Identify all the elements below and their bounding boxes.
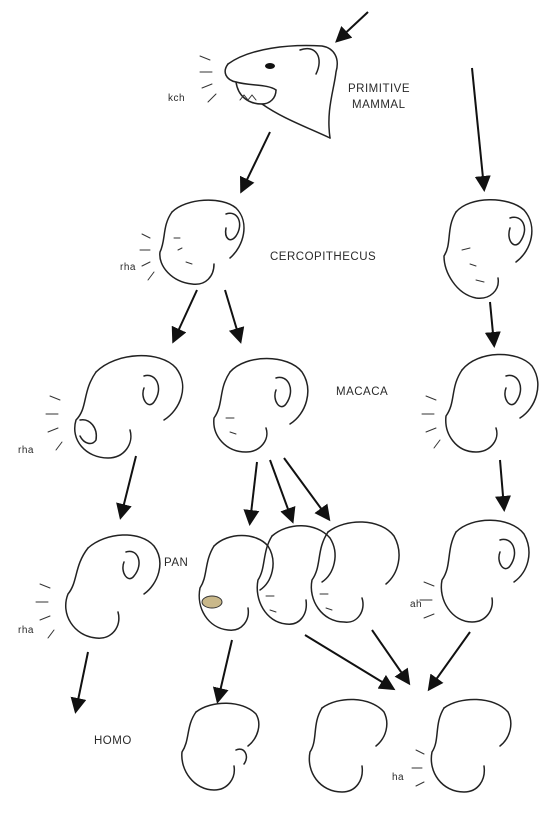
- arrow-right-macaca-to-right-pan: [500, 460, 504, 508]
- cercopithecus-head: [140, 200, 244, 284]
- arrow-pan2-to-homo-right: [305, 635, 392, 688]
- pan-head-3: [311, 522, 399, 622]
- label-cercopithecus: CERCOPITHECUS: [270, 251, 376, 263]
- arrow-mammal-to-cercopithecus: [242, 132, 270, 190]
- arrows: [76, 12, 504, 710]
- arrow-pan-to-homo: [218, 640, 232, 700]
- arrow-mammal-to-right-cerco: [472, 68, 484, 188]
- sound-right-pan: ah: [410, 599, 422, 610]
- sound-pan: rha: [18, 625, 34, 636]
- sound-primitive: kch: [168, 93, 185, 104]
- arrow-left-macaca-to-pan: [121, 456, 136, 516]
- left-macaca-head: [46, 356, 183, 458]
- arrow-top-in: [338, 12, 368, 40]
- arrow-left-pan-to-homo: [76, 652, 88, 710]
- label-primitive-line2: MAMMAL: [352, 99, 406, 111]
- right-cercopithecus-head: [444, 200, 532, 299]
- arrow-macaca-to-pan-3: [284, 458, 328, 518]
- label-homo: HOMO: [94, 735, 132, 747]
- arrow-pan3-to-homo-right: [372, 630, 408, 682]
- arrow-macaca-to-pan-1: [250, 462, 257, 522]
- arrow-macaca-to-pan-2: [270, 460, 292, 520]
- pan-head-1: [199, 536, 273, 631]
- right-pan-head: [420, 520, 529, 622]
- right-macaca-head: [422, 354, 538, 452]
- label-pan: PAN: [164, 557, 188, 569]
- homo-head-1: [182, 703, 259, 790]
- taxon-labels: PRIMITIVE MAMMAL CERCOPITHECUS MACACA PA…: [94, 83, 410, 747]
- primitive-mammal-head: [200, 46, 337, 138]
- label-primitive-line1: PRIMITIVE: [348, 83, 410, 95]
- sound-macaca: rha: [18, 445, 34, 456]
- arrow-cerco-to-macaca: [225, 290, 240, 340]
- arrow-right-cerco-to-right-macaca: [490, 302, 494, 344]
- left-pan-head: [36, 535, 160, 638]
- arrow-right-pan-to-homo-right: [430, 632, 470, 688]
- sound-homo: ha: [392, 772, 404, 783]
- homo-head-3: [412, 699, 511, 792]
- sound-cercopithecus: rha: [120, 262, 136, 273]
- macaca-head: [214, 359, 308, 453]
- arrow-cerco-to-left-macaca: [174, 290, 197, 340]
- label-macaca: MACACA: [336, 386, 388, 398]
- homo-head-2: [309, 699, 387, 792]
- sound-labels: kch rha rha rha ah ha: [18, 93, 422, 783]
